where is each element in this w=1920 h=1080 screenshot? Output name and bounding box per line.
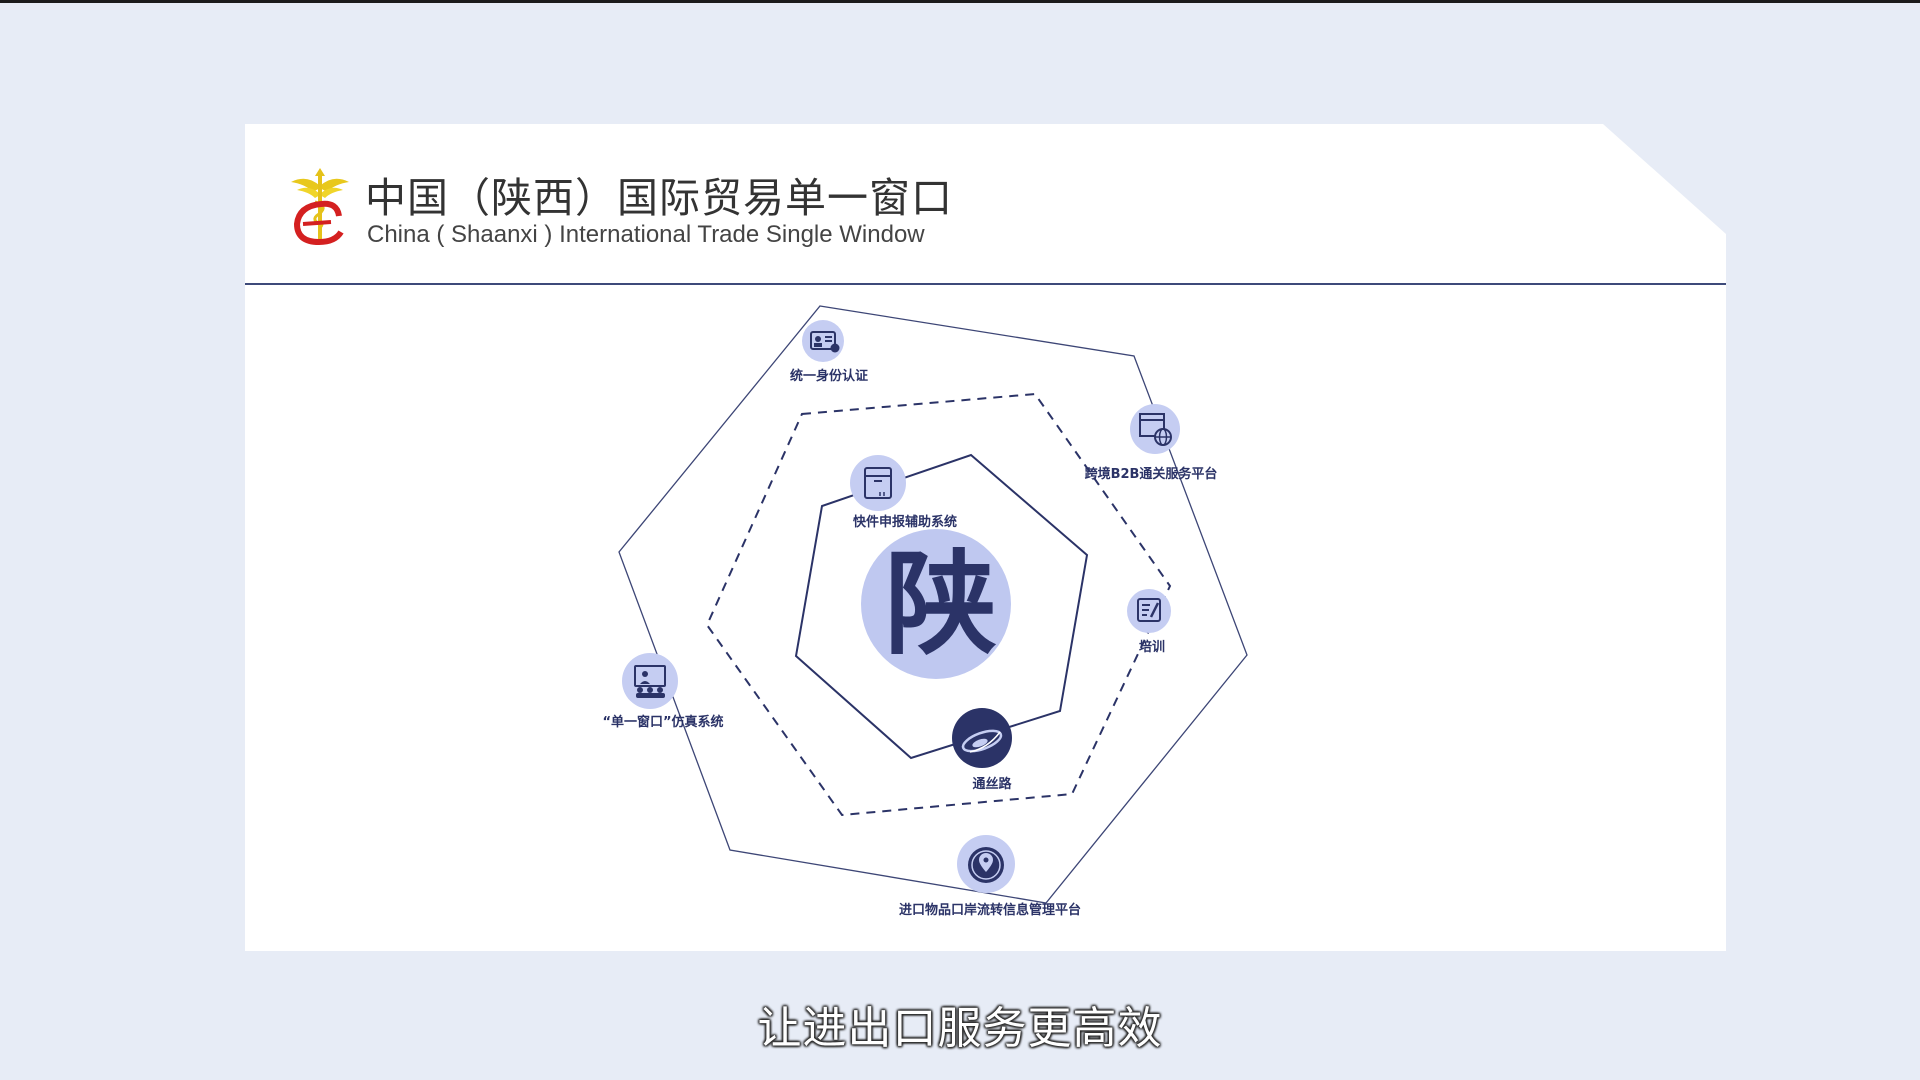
node-label: 统一身份认证 [790, 368, 868, 384]
node-simulation-system[interactable]: “单一窗口”仿真系统 [602, 653, 724, 730]
node-label: 跨境B2B通关服务平台 [1085, 466, 1218, 482]
node-label: 进口物品口岸流转信息管理平台 [899, 902, 1081, 918]
customs-emblem-logo [291, 168, 349, 246]
node-import-goods-platform[interactable]: 进口物品口岸流转信息管理平台 [899, 835, 1081, 918]
location-pin-icon [968, 847, 1004, 883]
silk-road-icon [961, 729, 1003, 753]
header-divider [245, 283, 1726, 285]
center-circle [861, 529, 1011, 679]
node-label: 快件申报辅助系统 [853, 514, 957, 530]
node-label: 培训 [1139, 639, 1165, 655]
id-card-icon [810, 331, 840, 353]
top-border [0, 0, 1920, 3]
node-training[interactable]: 培训 [1127, 589, 1171, 655]
outer-hexagon [618, 305, 1248, 904]
node-express-declaration[interactable]: 快件申报辅助系统 [850, 455, 957, 530]
node-silk-road[interactable]: 通丝路 [952, 708, 1012, 792]
node-identity-auth[interactable]: 统一身份认证 [790, 320, 868, 384]
portal-title-chinese: 中国（陕西）国际贸易单一窗口 [365, 174, 953, 222]
video-subtitle: 让进出口服务更高效 [757, 1003, 1163, 1054]
inner-hexagon [794, 453, 1089, 760]
node-label: “单一窗口”仿真系统 [602, 714, 723, 730]
node-cross-border-b2b[interactable]: 跨境B2B通关服务平台 [1085, 404, 1218, 482]
node-label: 通丝路 [972, 776, 1012, 792]
center-character: 陕 [885, 540, 997, 670]
parcel-box-icon [864, 467, 892, 499]
document-edit-icon [1137, 598, 1161, 622]
content-card: 中国（陕西）国际贸易单一窗口 China ( Shaanxi ) Interna… [245, 124, 1726, 951]
presentation-icon [634, 665, 666, 698]
globe-box-icon [1139, 413, 1172, 446]
portal-title-english: China ( Shaanxi ) International Trade Si… [367, 221, 925, 248]
